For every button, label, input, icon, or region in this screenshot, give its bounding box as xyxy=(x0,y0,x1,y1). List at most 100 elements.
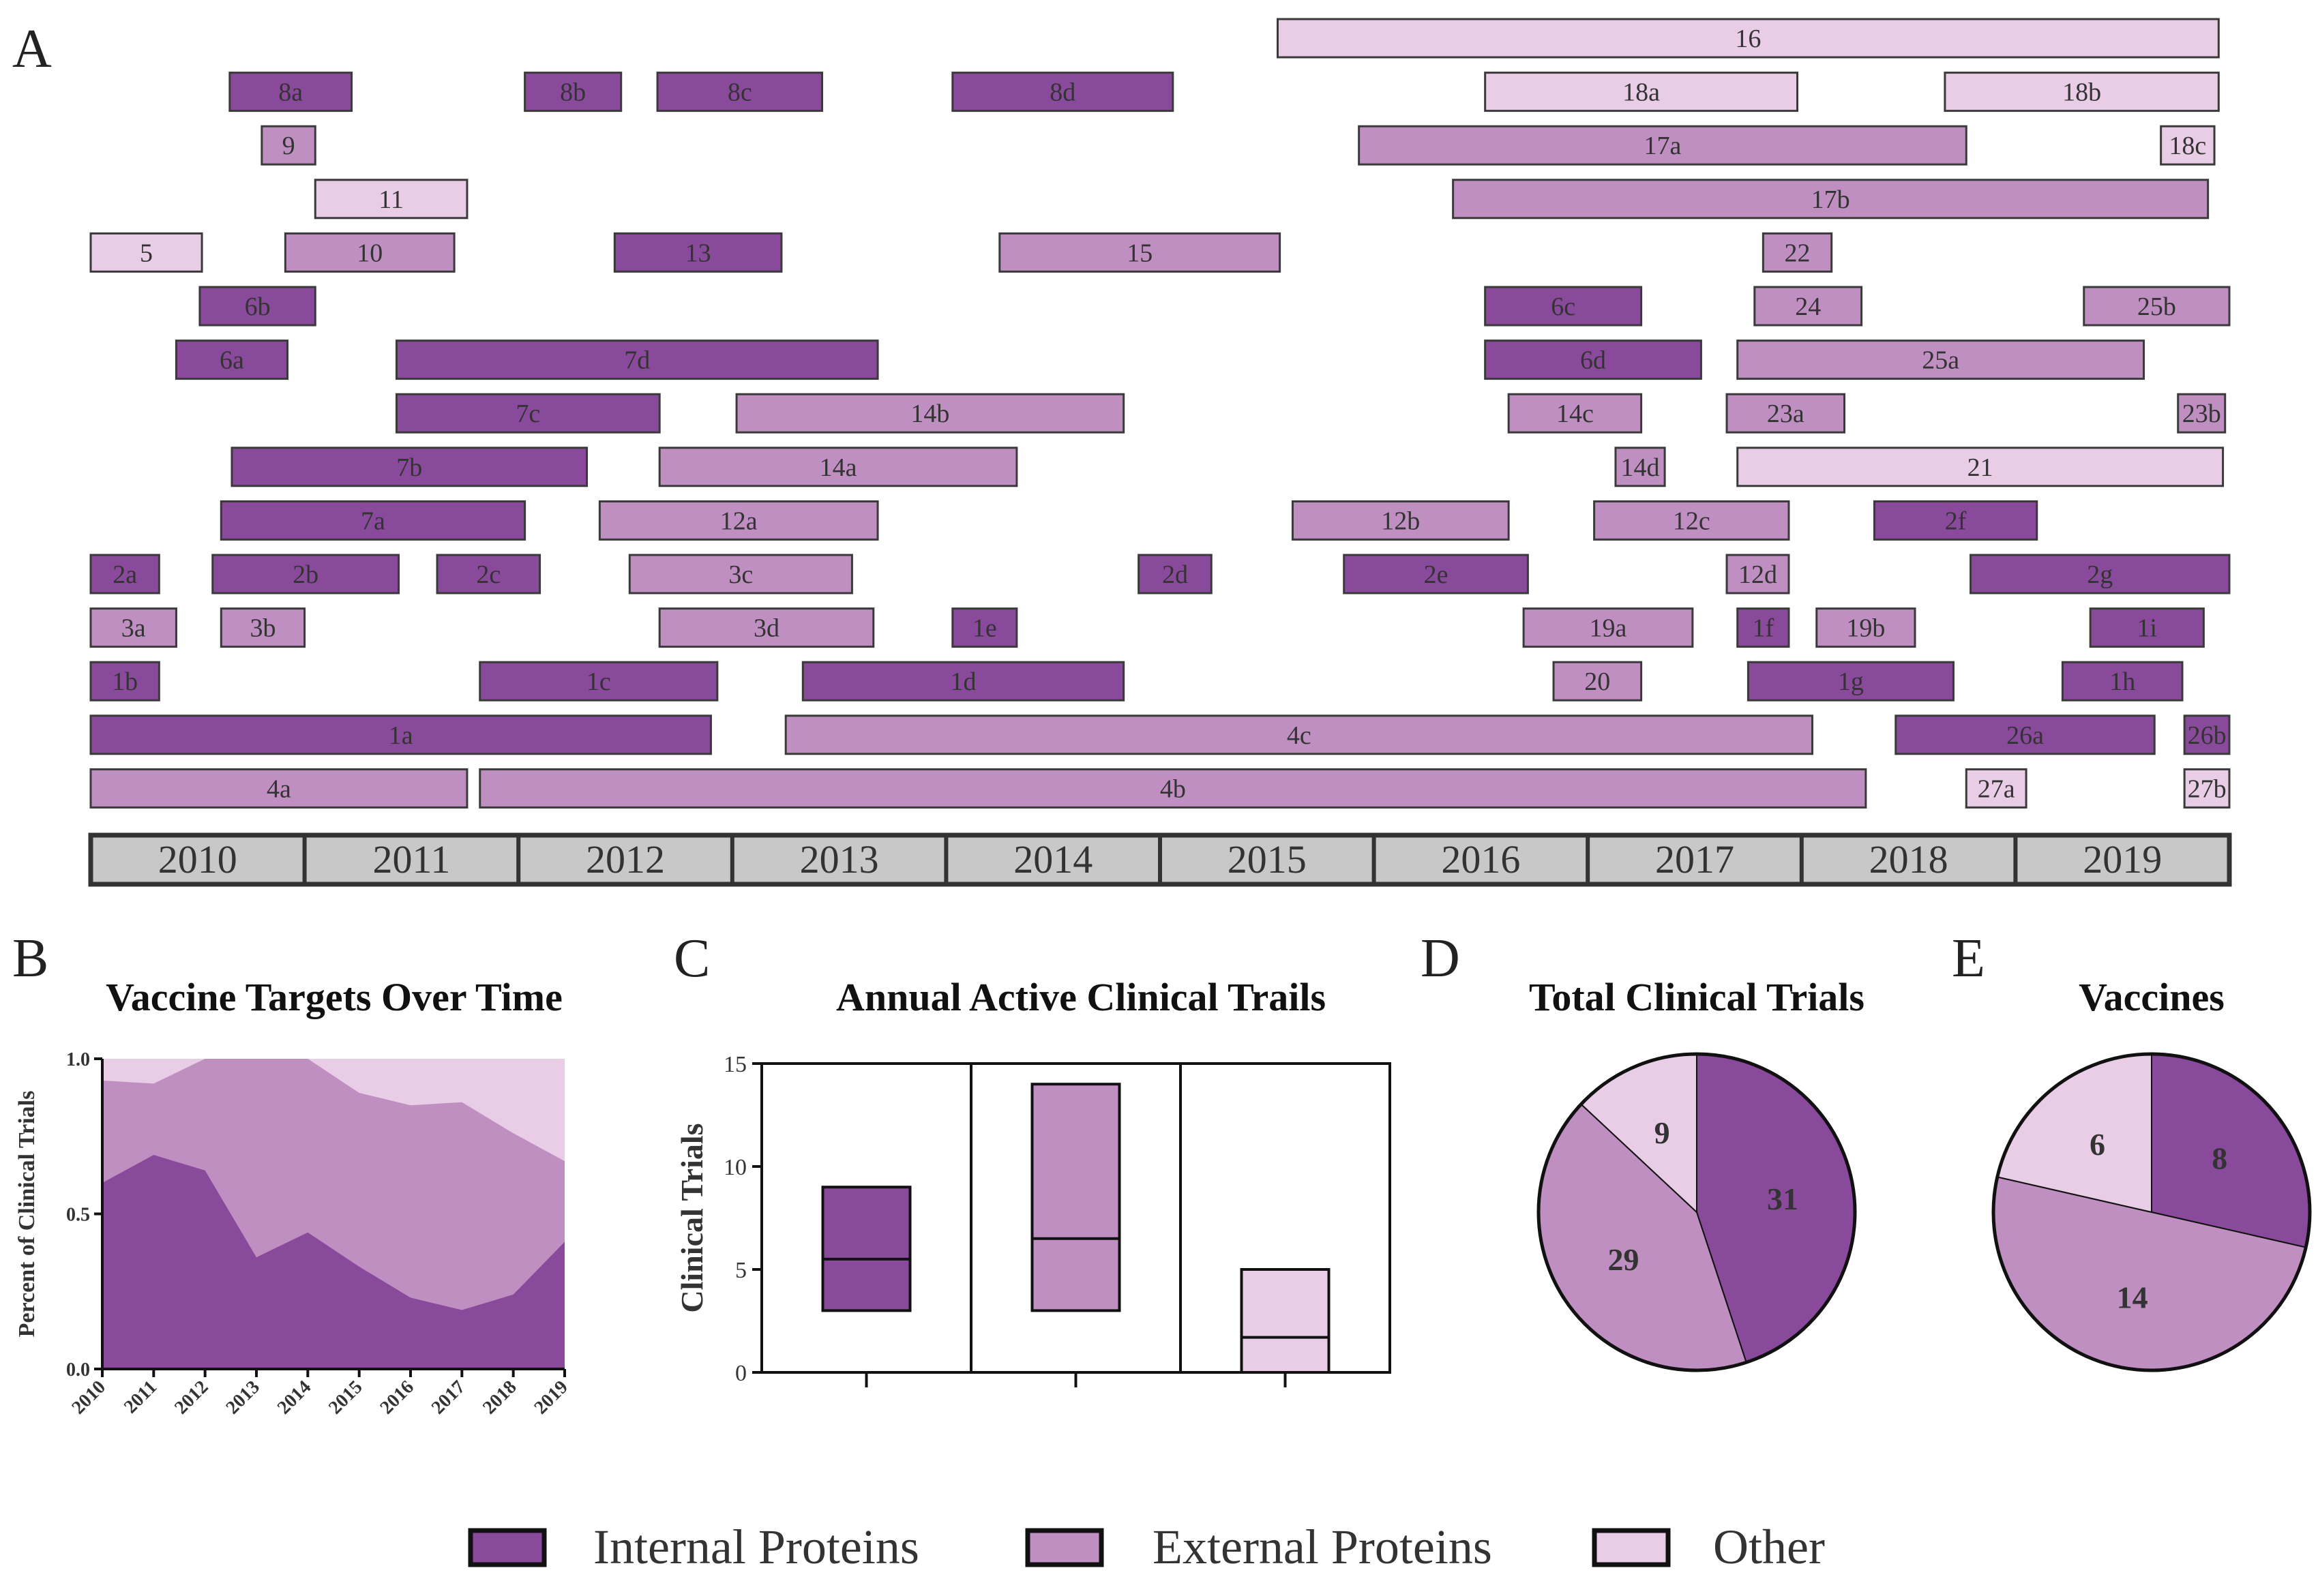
timeline-bar-label: 18b xyxy=(2062,78,2101,107)
chart-c-title: Annual Active Clinical Trails xyxy=(836,975,1326,1019)
timeline-bar-label: 22 xyxy=(1785,239,1811,267)
pie-slice-label: 29 xyxy=(1608,1242,1639,1277)
timeline-bar-17a xyxy=(1358,125,1967,166)
timeline-bar-17b xyxy=(1452,179,2210,220)
pie-slice-label: 14 xyxy=(2117,1280,2148,1314)
timeline-bar-label: 2a xyxy=(113,560,137,589)
timeline-bar-label: 11 xyxy=(378,185,404,214)
x-tick-label: 2012 xyxy=(170,1376,213,1419)
timeline-bar-6c xyxy=(1484,286,1643,327)
timeline-bar-14c xyxy=(1507,393,1643,434)
timeline-bar-1e xyxy=(951,607,1018,648)
timeline-bar-1d xyxy=(801,661,1125,702)
timeline-bar-label: 1d xyxy=(950,667,976,696)
y-tick-label: 0.5 xyxy=(66,1205,90,1226)
area-internal-proteins xyxy=(102,1155,565,1369)
timeline-bar-8d xyxy=(951,72,1174,112)
timeline-bar-label: 7d xyxy=(624,346,650,375)
legend-swatch-external xyxy=(1025,1528,1104,1567)
timeline-bar-label: 12c xyxy=(1673,507,1710,535)
timeline-bar-2b xyxy=(211,554,400,594)
timeline-bar-label: 18a xyxy=(1622,78,1660,107)
timeline-bar-1g xyxy=(1747,661,1955,702)
timeline-bar-2d xyxy=(1138,554,1213,594)
timeline-bar-15 xyxy=(998,232,1281,273)
x-tick-label: 2018 xyxy=(479,1376,521,1419)
year-label: 2019 xyxy=(2083,837,2162,882)
timeline-bar-label: 6c xyxy=(1551,292,1575,321)
timeline-bar-label: 25a xyxy=(1922,346,1959,375)
timeline-bar-label: 1a xyxy=(389,721,413,750)
timeline-bar-12c xyxy=(1593,500,1790,541)
timeline-bar-9 xyxy=(261,125,316,166)
timeline-bar-14d xyxy=(1614,447,1666,487)
timeline-bar-label: 8a xyxy=(278,78,303,107)
timeline-bar-label: 16 xyxy=(1735,25,1761,53)
x-tick-label: 2015 xyxy=(325,1376,367,1419)
timeline-bar-7d xyxy=(395,340,879,380)
timeline-bar-25a xyxy=(1736,340,2145,380)
timeline-bar-label: 2f xyxy=(1945,507,1967,535)
timeline-bar-label: 26b xyxy=(2188,721,2227,750)
timeline-bar-label: 13 xyxy=(685,239,711,267)
x-tick-label: 2019 xyxy=(530,1376,572,1419)
timeline-bar-7a xyxy=(220,500,526,541)
timeline-bar-6a xyxy=(175,340,289,380)
timeline-bar-label: 25b xyxy=(2137,292,2176,321)
range-bar-external xyxy=(1030,1083,1121,1312)
year-label: 2014 xyxy=(1013,837,1093,882)
legend-label: Other xyxy=(1713,1520,1825,1574)
timeline-bar-label: 7c xyxy=(516,400,540,428)
panel-letter-a: A xyxy=(12,19,52,79)
y-tick-label: 5 xyxy=(735,1258,747,1283)
timeline-bar-7b xyxy=(231,447,589,487)
timeline-bar-8c xyxy=(656,72,824,112)
legend-label: External Proteins xyxy=(1153,1520,1492,1574)
y-tick-label: 0 xyxy=(735,1361,747,1386)
timeline-bar-label: 12b xyxy=(1381,507,1420,535)
timeline-bar-26a xyxy=(1894,714,2156,755)
timeline-bar-1f xyxy=(1736,607,1790,648)
timeline-bar-label: 7a xyxy=(361,507,385,535)
chart-b-title: Vaccine Targets Over Time xyxy=(106,975,563,1019)
timeline-bar-1c xyxy=(479,661,719,702)
pie-slice-external xyxy=(1993,1177,2306,1370)
chart-d-title: Total Clinical Trials xyxy=(1529,975,1864,1019)
timeline-bar-2f xyxy=(1873,500,2038,541)
y-axis-label: Clinical Trials xyxy=(674,1123,709,1312)
timeline-bar-label: 4a xyxy=(267,774,291,803)
timeline-bar-label: 1b xyxy=(112,667,138,696)
timeline-bar-label: 19b xyxy=(1846,614,1885,643)
x-tick-label: 2016 xyxy=(376,1376,418,1419)
timeline-bar-label: 1g xyxy=(1838,667,1864,696)
timeline-bar-18a xyxy=(1484,72,1799,112)
timeline-bar-label: 17a xyxy=(1644,132,1682,160)
x-tick-label: 2014 xyxy=(273,1376,316,1419)
timeline-bar-label: 1f xyxy=(1753,614,1774,643)
year-label: 2013 xyxy=(800,837,879,882)
timeline-bar-label: 5 xyxy=(140,239,153,267)
pie-outline xyxy=(1991,1052,2312,1372)
timeline-bar-2a xyxy=(89,554,160,594)
timeline-bar-8a xyxy=(228,72,353,112)
timeline-bar-4b xyxy=(479,768,1867,809)
timeline-bar-label: 27b xyxy=(2188,774,2227,803)
timeline-bar-13 xyxy=(613,232,783,273)
timeline-bar-label: 1e xyxy=(972,614,997,643)
panel-letter-e: E xyxy=(1952,929,1985,989)
timeline-bar-10 xyxy=(284,232,456,273)
y-axis-label: Percent of Clinical Trials xyxy=(14,1091,40,1338)
timeline-bar-22 xyxy=(1762,232,1833,273)
timeline-bar-label: 3c xyxy=(728,560,753,589)
timeline-bar-19b xyxy=(1815,607,1916,648)
timeline-bar-24 xyxy=(1753,286,1863,327)
pie-slice-label: 6 xyxy=(2090,1127,2105,1162)
panel-letter-c: C xyxy=(674,929,710,989)
timeline-bar-label: 10 xyxy=(357,239,383,267)
timeline-bar-label: 2c xyxy=(476,560,501,589)
pie-slice-label: 8 xyxy=(2212,1141,2227,1175)
timeline-bar-label: 27a xyxy=(1978,774,2015,803)
